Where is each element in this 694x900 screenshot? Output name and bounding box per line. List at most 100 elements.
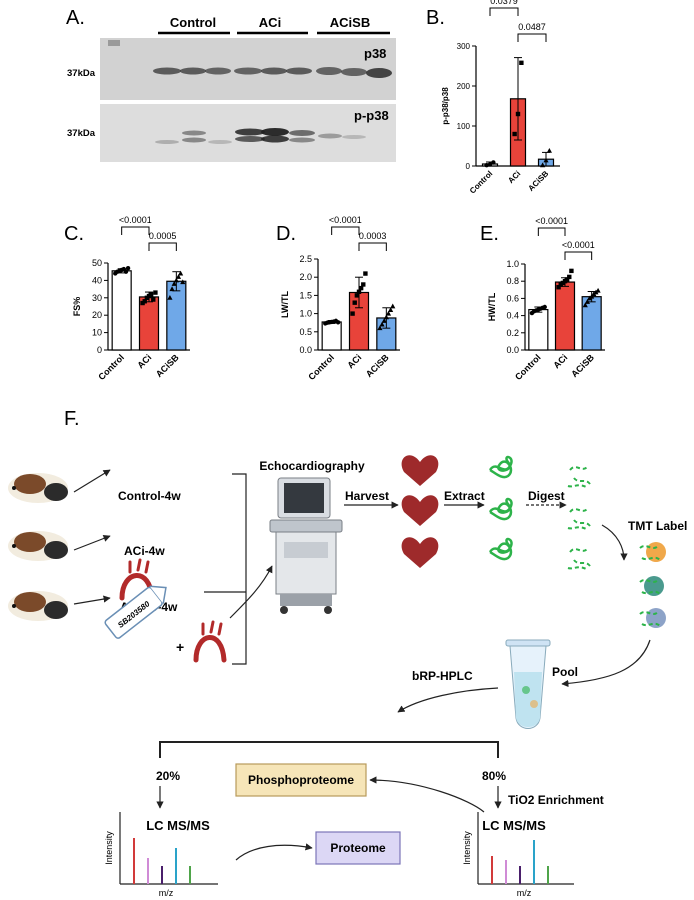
x-tick-label: Control xyxy=(306,352,336,382)
data-point xyxy=(361,282,366,287)
blot-p38-marker: 37kDa xyxy=(67,68,96,79)
significance-bracket xyxy=(489,7,519,16)
significance-bracket xyxy=(537,227,566,236)
y-tick-label: 10 xyxy=(92,328,102,338)
y-tick-label: 100 xyxy=(457,122,471,131)
data-point xyxy=(484,163,489,168)
p-value-label: 0.0487 xyxy=(518,22,546,32)
data-point xyxy=(358,285,364,291)
data-point xyxy=(153,290,158,295)
tube-icon xyxy=(505,639,551,729)
panel-b-letter: B. xyxy=(426,7,445,29)
lcms-right-label: LC MS/MS xyxy=(482,818,546,833)
panel-a: A. Control ACi ACiSB 37kDa p38 37kDa p-p… xyxy=(66,7,396,162)
x-tick-label: ACi xyxy=(506,169,522,185)
lcms-left-label: LC MS/MS xyxy=(146,818,210,833)
proteome-box xyxy=(315,831,401,865)
data-point xyxy=(169,286,175,292)
x-tick-label: Control xyxy=(96,352,126,382)
data-point xyxy=(352,300,357,305)
data-point xyxy=(379,321,385,327)
data-point xyxy=(390,303,396,309)
x-tick-label: Control xyxy=(513,352,543,382)
x-tick-label: ACiSB xyxy=(154,352,181,379)
y-axis-label: p-p38/p38 xyxy=(441,87,450,125)
y-axis-label: HW/TL xyxy=(487,292,497,321)
x-tick-label: Control xyxy=(468,169,494,195)
data-point xyxy=(515,111,521,117)
bar-aci xyxy=(554,281,576,351)
y-tick-label: 0 xyxy=(466,162,471,171)
phosphoproteome-box xyxy=(235,763,367,797)
y-tick-label: 0.2 xyxy=(506,328,519,338)
panel-e-letter: E. xyxy=(480,223,499,245)
data-point xyxy=(167,295,173,300)
p-value-label: <0.0001 xyxy=(119,215,152,225)
blot-group-control: Control xyxy=(170,15,216,30)
y-axis-label: FS% xyxy=(72,297,82,317)
data-point xyxy=(542,304,547,310)
x-tick-label: ACiSB xyxy=(569,352,596,379)
x-tick-label: ACiSB xyxy=(526,169,550,193)
data-point xyxy=(388,307,394,312)
step-extract: Extract xyxy=(444,489,485,503)
panel-f-letter: F. xyxy=(64,408,80,430)
p-value-label: <0.0001 xyxy=(535,216,568,226)
data-point xyxy=(543,157,549,163)
heart-icon xyxy=(401,455,439,568)
data-point xyxy=(142,299,147,304)
data-point xyxy=(556,285,561,290)
step-harvest: Harvest xyxy=(345,489,389,503)
y-tick-label: 0.0 xyxy=(299,345,312,355)
blot-p-p38-bands xyxy=(155,128,366,144)
ms-spectrum-right: Intensity m/z xyxy=(462,812,574,898)
data-point xyxy=(125,266,131,271)
guinea-pig-icon xyxy=(8,531,68,561)
data-point xyxy=(173,277,179,283)
p-value-label: 0.0003 xyxy=(359,231,387,241)
y-tick-label: 1.0 xyxy=(299,309,312,319)
split-80-label: 80% xyxy=(482,769,506,783)
data-point xyxy=(363,271,368,276)
y-tick-label: 200 xyxy=(457,82,471,91)
bar-control xyxy=(528,308,549,351)
y-tick-label: 1.0 xyxy=(506,259,519,269)
data-point xyxy=(519,60,524,65)
y-tick-label: 0.4 xyxy=(506,311,519,321)
y-axis-label: LW/TL xyxy=(280,291,290,318)
y-tick-label: 50 xyxy=(92,258,102,268)
spectrum-ylabel-right: Intensity xyxy=(462,831,472,865)
ms-spectrum-left: Intensity m/z xyxy=(104,812,218,898)
y-tick-label: 2.0 xyxy=(299,272,312,282)
data-point xyxy=(335,320,341,325)
phosphoproteome-label: Phosphoproteome xyxy=(248,773,354,787)
data-point xyxy=(123,269,129,274)
y-tick-label: 40 xyxy=(92,275,102,285)
data-point xyxy=(567,274,572,280)
data-point xyxy=(491,160,496,165)
bar-acisb xyxy=(166,280,187,351)
spectrum-xlabel-left: m/z xyxy=(159,888,174,898)
y-tick-label: 20 xyxy=(92,310,102,320)
data-point xyxy=(582,302,588,308)
plus-sign: + xyxy=(176,639,184,655)
data-point xyxy=(546,148,552,153)
significance-bracket xyxy=(121,226,150,235)
blot-p-p38-marker: 37kDa xyxy=(67,128,96,139)
y-tick-label: 0 xyxy=(97,345,102,355)
data-point xyxy=(180,279,186,285)
data-point xyxy=(171,281,177,286)
blot-p38-label: p38 xyxy=(364,46,386,61)
guinea-pig-icon xyxy=(8,591,68,621)
blot-group-acisb: ACiSB xyxy=(330,15,370,30)
bar-control xyxy=(111,270,132,351)
aorta-icon xyxy=(193,620,227,663)
step-hplc: bRP-HPLC xyxy=(412,669,473,683)
y-tick-label: 0.5 xyxy=(299,327,312,337)
significance-bracket xyxy=(148,242,177,251)
step-echo: Echocardiography xyxy=(259,459,365,473)
blot-p38-bands xyxy=(108,40,392,78)
peptide-icon xyxy=(567,465,591,571)
